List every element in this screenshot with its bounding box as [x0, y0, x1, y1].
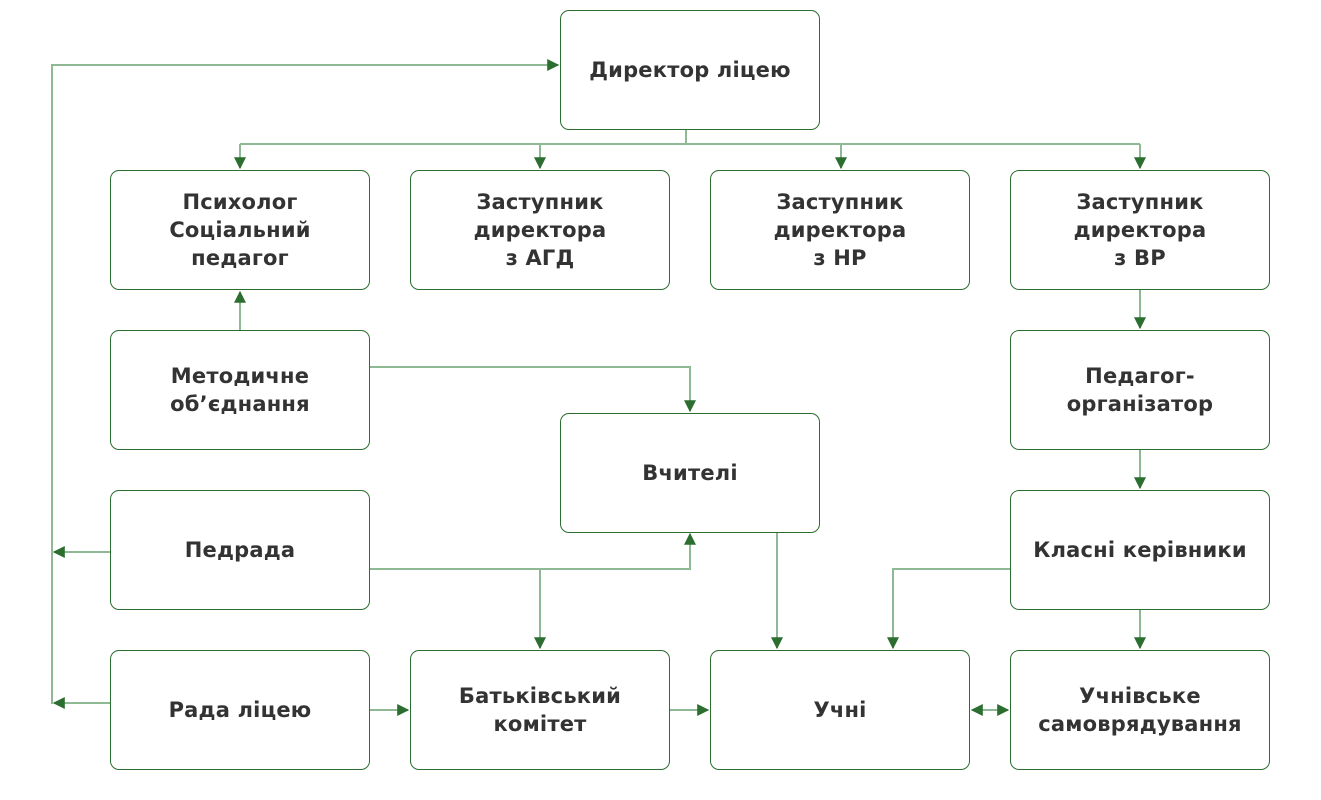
node-organizer: Педагог- організатор [1010, 330, 1270, 450]
node-pedrada: Педрада [110, 490, 370, 610]
edge-pedrada-teachers [370, 532, 696, 570]
node-psychologist: Психолог Соціальний педагог [110, 170, 370, 290]
node-deputy-nr: Заступник директора з НР [710, 170, 970, 290]
edge-loop-to-director [51, 59, 560, 704]
node-students: Учні [710, 650, 970, 770]
node-deputy-agd: Заступник директора з АГД [410, 170, 670, 290]
edge-methodical-teachers [370, 366, 696, 413]
node-teachers: Вчителі [560, 413, 820, 533]
node-methodical: Методичне об’єднання [110, 330, 370, 450]
node-parents: Батьківський комітет [410, 650, 670, 770]
node-deputy-vr: Заступник директора з ВР [1010, 170, 1270, 290]
node-director: Директор ліцею [560, 10, 820, 130]
edge-class-teachers-students [887, 568, 1010, 650]
node-self-gov: Учнівське самоврядування [1010, 650, 1270, 770]
node-council: Рада ліцею [110, 650, 370, 770]
edge-director-bus [240, 130, 1140, 145]
node-class-teachers: Класні керівники [1010, 490, 1270, 610]
